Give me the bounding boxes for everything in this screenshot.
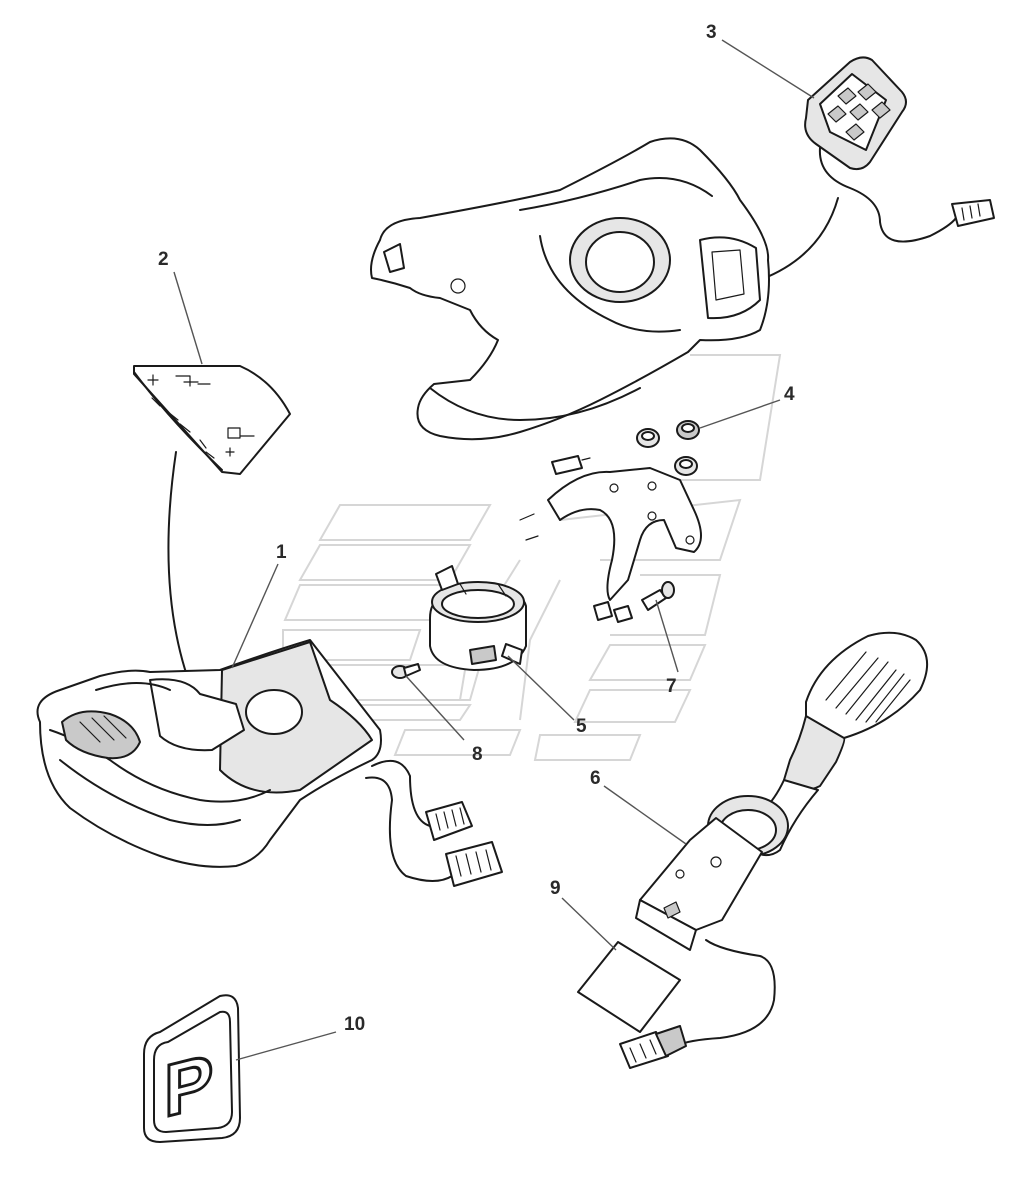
parking-plate-part: P bbox=[143, 994, 241, 1143]
keypad-part bbox=[804, 56, 995, 243]
callout-10: 10 bbox=[344, 1014, 365, 1035]
leader-line-2 bbox=[173, 271, 203, 365]
screw-part bbox=[391, 663, 421, 679]
leader-line-6 bbox=[603, 785, 687, 845]
clamp-ring-part bbox=[429, 565, 527, 671]
callout-8: 8 bbox=[472, 744, 483, 765]
callout-5: 5 bbox=[576, 716, 587, 737]
leader-line-7 bbox=[655, 599, 679, 673]
leader-line-9 bbox=[561, 897, 617, 951]
callout-6: 6 bbox=[590, 768, 601, 789]
callout-labels: 1 2 3 4 5 6 7 8 9 10 bbox=[158, 22, 795, 1035]
callout-7: 7 bbox=[666, 676, 677, 697]
callout-3: 3 bbox=[706, 22, 717, 43]
leader-line-5 bbox=[507, 655, 575, 721]
bolt-part bbox=[593, 581, 675, 623]
callout-9: 9 bbox=[550, 878, 561, 899]
callout-2: 2 bbox=[158, 249, 169, 270]
leader-line-8 bbox=[405, 675, 465, 741]
lower-housing-part bbox=[36, 639, 503, 887]
parking-plate-letter: P bbox=[164, 1038, 213, 1133]
leader-line-10 bbox=[235, 1031, 337, 1061]
leader-line-3 bbox=[721, 39, 815, 99]
leader-line-1 bbox=[231, 563, 279, 669]
nuts-part bbox=[636, 420, 700, 476]
joystick-part bbox=[619, 631, 928, 1069]
leader-lines bbox=[173, 39, 815, 1061]
bracket-part bbox=[519, 455, 702, 601]
leader-line-4 bbox=[699, 399, 781, 429]
upper-housing-part bbox=[370, 137, 770, 441]
label-sticker-part bbox=[577, 941, 681, 1033]
decal-part bbox=[133, 365, 291, 475]
callout-4: 4 bbox=[784, 384, 795, 405]
callout-1: 1 bbox=[276, 542, 287, 563]
